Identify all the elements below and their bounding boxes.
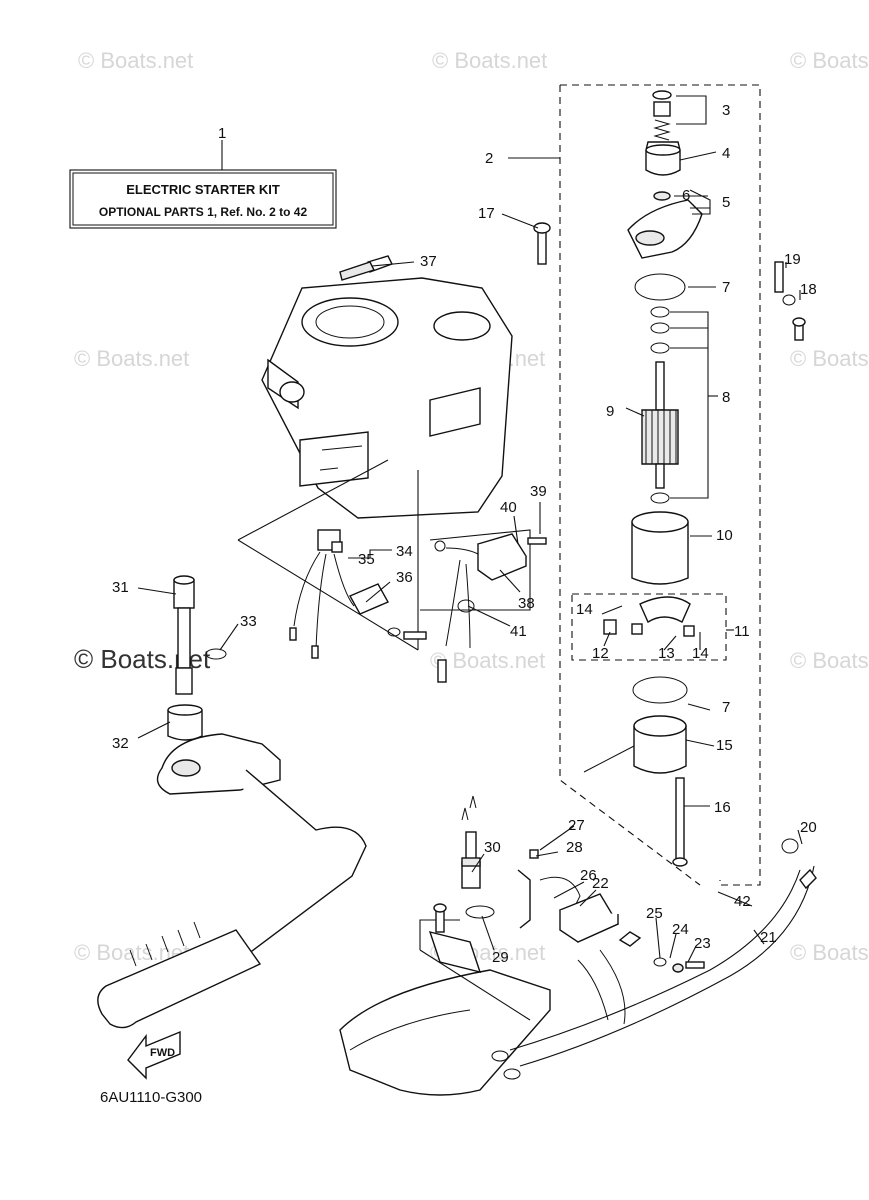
callout-11: 11 <box>734 623 750 640</box>
callout-21: 21 <box>760 929 777 946</box>
callout-22: 22 <box>592 875 609 892</box>
callout-1: 1 <box>218 125 226 142</box>
callout-39: 39 <box>530 483 547 500</box>
callout-17: 17 <box>478 205 495 222</box>
callout-2: 2 <box>485 150 493 167</box>
callout-25: 25 <box>646 905 663 922</box>
callout-20: 20 <box>800 819 817 836</box>
callout-27: 27 <box>568 817 585 834</box>
battery-leads <box>491 838 817 1080</box>
callout-10: 10 <box>716 527 733 544</box>
callout-30: 30 <box>484 839 501 856</box>
callout-35: 35 <box>358 551 375 568</box>
callout-38: 38 <box>518 595 535 612</box>
starter-motor-assembly <box>533 90 806 867</box>
callout-12: 12 <box>592 645 609 662</box>
fwd-arrow: FWD <box>127 1030 181 1080</box>
callout-13: 13 <box>658 645 675 662</box>
leader-lines <box>137 95 803 963</box>
callout-41: 41 <box>510 623 527 640</box>
starter-relay <box>461 795 705 1025</box>
watermark-4: © Boats.net <box>74 346 189 371</box>
callout-24: 24 <box>672 921 689 938</box>
callout-16: 16 <box>714 799 731 816</box>
rectifier-unit <box>420 529 547 683</box>
watermark-6: © Boats.net <box>790 346 869 371</box>
callout-34: 34 <box>396 543 413 560</box>
callout-7-upper: 7 <box>722 279 730 296</box>
title-box: ELECTRIC STARTER KIT OPTIONAL PARTS 1, R… <box>69 140 337 229</box>
callout-14-left: 14 <box>576 601 593 618</box>
callout-14-right: 14 <box>692 645 709 662</box>
callout-7-lower: 7 <box>722 699 730 716</box>
watermark-11: © Boats.net <box>790 940 869 965</box>
watermark-8: © Boats.net <box>790 648 869 673</box>
watermark-7: © Boats.net <box>430 648 545 673</box>
callout-15: 15 <box>716 737 733 754</box>
kit-boundary <box>559 84 761 886</box>
callout-3: 3 <box>722 102 730 119</box>
bottom-cowling <box>339 903 551 1096</box>
callout-26: 26 <box>580 867 597 884</box>
title-line-2: OPTIONAL PARTS 1, Ref. No. 2 to 42 <box>99 205 308 219</box>
watermark-1: © Boats.net <box>78 48 193 73</box>
callout-36: 36 <box>396 569 413 586</box>
callout-29: 29 <box>492 949 509 966</box>
callout-40: 40 <box>500 499 517 516</box>
callout-28: 28 <box>566 839 583 856</box>
callout-37: 37 <box>420 253 437 270</box>
callout-8: 8 <box>722 389 730 406</box>
callout-4: 4 <box>722 145 730 162</box>
brush-kit-boundary <box>571 593 727 661</box>
watermark-2: © Boats.net <box>432 48 547 73</box>
callout-23: 23 <box>694 935 711 952</box>
callout-5: 5 <box>722 194 730 211</box>
callout-32: 32 <box>112 735 129 752</box>
fwd-label: FWD <box>150 1047 175 1059</box>
callout-19: 19 <box>784 251 801 268</box>
callout-labels: 1 2 3 4 5 6 7 7 8 9 10 11 12 13 14 14 15… <box>112 102 817 966</box>
watermark-3: © Boats.net <box>790 48 869 73</box>
callout-42: 42 <box>734 893 751 910</box>
diagram-code: 6AU1110-G300 <box>100 1089 202 1106</box>
engine-block <box>261 255 513 519</box>
callout-31: 31 <box>112 579 129 596</box>
callout-9: 9 <box>606 403 614 420</box>
tiller-handle <box>97 575 367 1029</box>
title-line-1: ELECTRIC STARTER KIT <box>126 182 280 197</box>
callout-6: 6 <box>682 187 690 204</box>
callout-33: 33 <box>240 613 257 630</box>
callout-18: 18 <box>800 281 817 298</box>
